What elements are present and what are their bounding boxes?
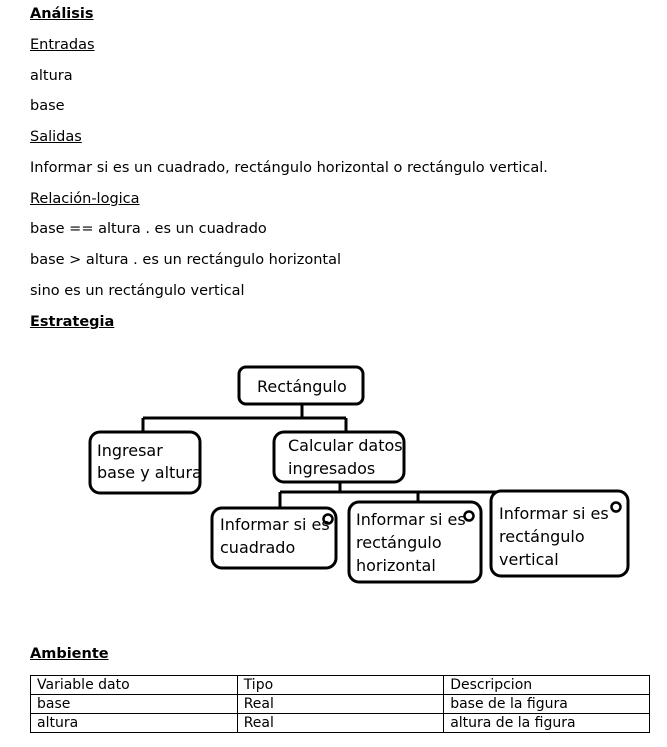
node-horizontal-line3: horizontal bbox=[356, 556, 436, 575]
node-vertical-line2: rectángulo bbox=[499, 527, 585, 546]
node-vertical-line3: vertical bbox=[499, 550, 559, 569]
loop-marker-icon bbox=[610, 501, 622, 513]
node-calcular-line2: ingresados bbox=[288, 459, 375, 478]
estrategia-heading: Estrategia bbox=[30, 314, 115, 330]
table-row: altura Real altura de la figura bbox=[30, 713, 650, 733]
table-row: base Real base de la figura bbox=[30, 694, 650, 714]
node-rectangulo-label: Rectángulo bbox=[257, 377, 347, 396]
analisis-heading: Análisis bbox=[30, 6, 94, 22]
diagram-node-ingresar: Ingresar base y altura bbox=[88, 430, 202, 495]
diagram-node-horizontal: Informar si es rectángulo horizontal bbox=[347, 500, 483, 584]
relacion-cuadrado: base == altura . es un cuadrado bbox=[30, 221, 267, 237]
node-calcular-line1: Calcular datos bbox=[288, 436, 403, 455]
diagram-node-vertical: Informar si es rectángulo vertical bbox=[489, 489, 630, 578]
relacion-horizontal: base > altura . es un rectángulo horizon… bbox=[30, 252, 341, 268]
diagram-node-calcular: Calcular datos ingresados bbox=[272, 430, 406, 484]
node-ingresar-line2: base y altura bbox=[97, 463, 202, 482]
table-cell: altura de la figura bbox=[443, 713, 650, 733]
column-header: Descripcion bbox=[443, 675, 650, 695]
loop-marker-icon bbox=[322, 513, 334, 525]
node-horizontal-line2: rectángulo bbox=[356, 533, 442, 552]
ambiente-heading: Ambiente bbox=[30, 646, 109, 662]
entradas-heading: Entradas bbox=[30, 37, 95, 53]
node-ingresar-line1: Ingresar bbox=[97, 441, 163, 460]
ambiente-table: Variable dato Tipo Descripcion base Real… bbox=[30, 675, 650, 733]
entrada-base: base bbox=[30, 98, 65, 114]
column-header: Tipo bbox=[236, 675, 445, 695]
table-cell: Real bbox=[236, 713, 445, 733]
entrada-altura: altura bbox=[30, 68, 73, 84]
table-cell: Real bbox=[236, 694, 445, 714]
table-header-row: Variable dato Tipo Descripcion bbox=[30, 675, 650, 695]
table-cell: altura bbox=[30, 713, 238, 733]
node-vertical-line1: Informar si es bbox=[499, 504, 609, 523]
relacion-logica-heading: Relación-logica bbox=[30, 191, 140, 207]
table-cell: base bbox=[30, 694, 238, 714]
node-cuadrado-line1: Informar si es bbox=[220, 515, 330, 534]
column-header: Variable dato bbox=[30, 675, 238, 695]
salidas-text: Informar si es un cuadrado, rectángulo h… bbox=[30, 160, 548, 176]
loop-marker-icon bbox=[463, 510, 475, 522]
table-cell: base de la figura bbox=[443, 694, 650, 714]
node-horizontal-line1: Informar si es bbox=[356, 510, 466, 529]
diagram-node-rectangulo: Rectángulo bbox=[237, 365, 365, 406]
diagram-node-cuadrado: Informar si es cuadrado bbox=[210, 506, 338, 570]
salidas-heading: Salidas bbox=[30, 129, 82, 145]
relacion-vertical: sino es un rectángulo vertical bbox=[30, 283, 245, 299]
node-cuadrado-line2: cuadrado bbox=[220, 538, 295, 557]
